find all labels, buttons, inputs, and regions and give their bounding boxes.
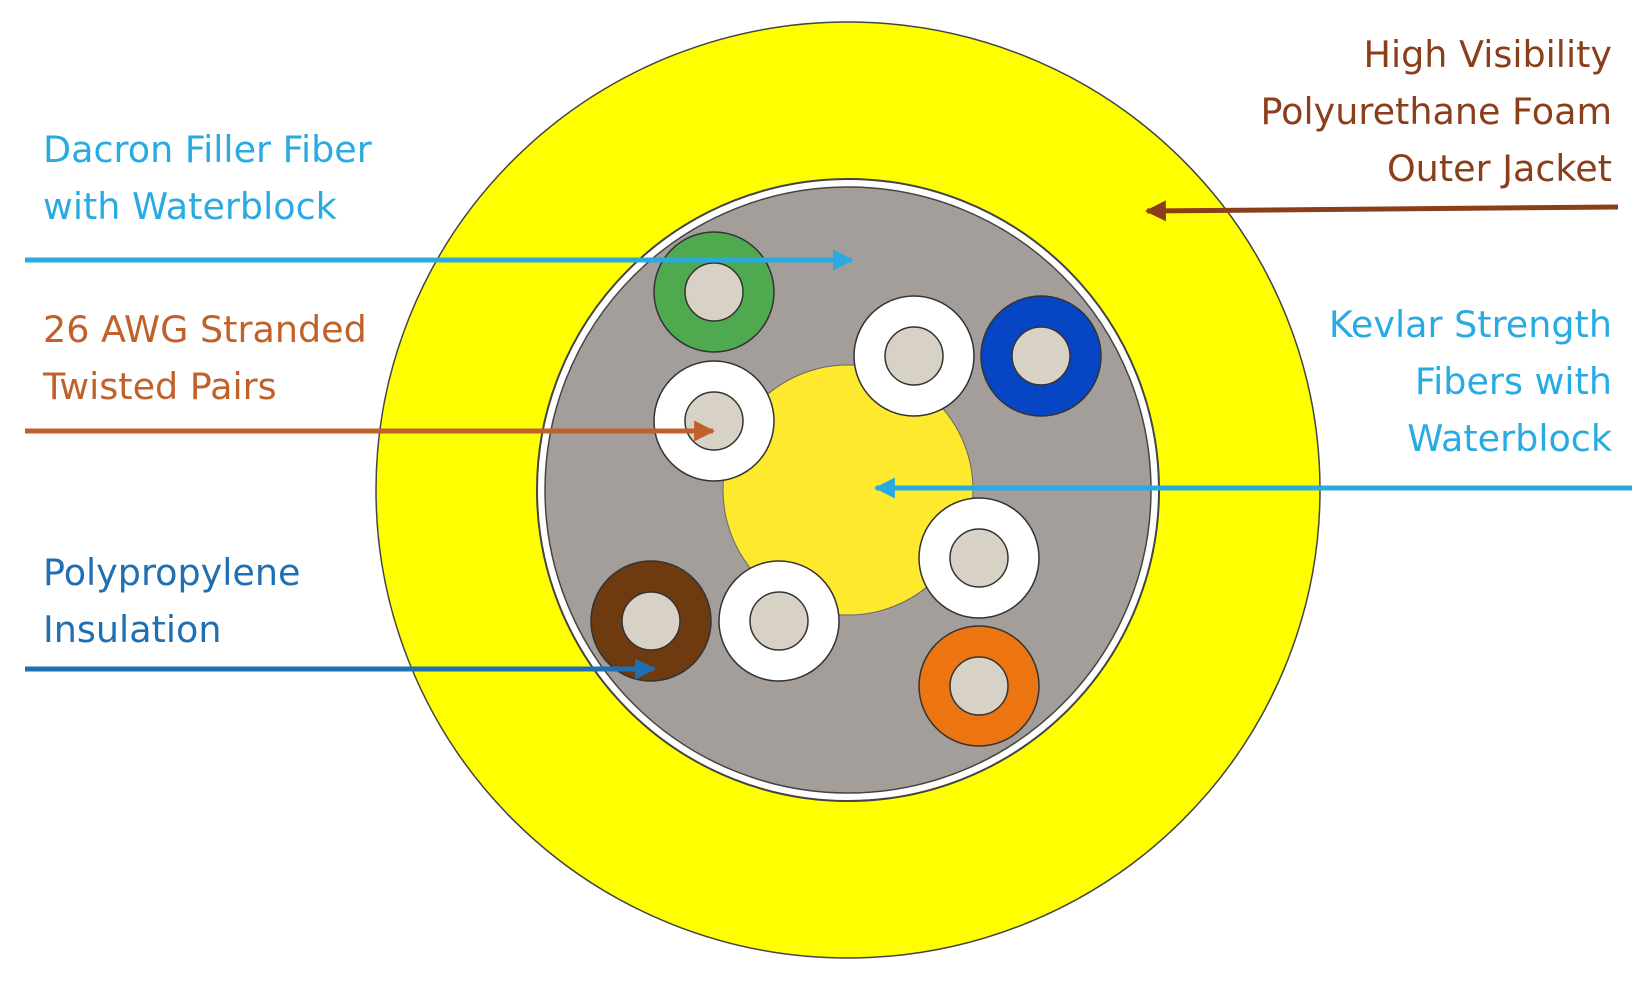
label-kevlar-line-2: Fibers with bbox=[1415, 360, 1612, 403]
leader-arrows bbox=[25, 200, 1632, 680]
label-awg: 26 AWG Stranded Twisted Pairs bbox=[42, 308, 367, 408]
label-jacket-line-1: High Visibility bbox=[1364, 33, 1612, 76]
arrow-jacket bbox=[1144, 200, 1619, 222]
white-insulated-conductor-bottom bbox=[718, 560, 840, 682]
label-kevlar-line-1: Kevlar Strength bbox=[1329, 303, 1612, 346]
label-jacket-line-3: Outer Jacket bbox=[1387, 147, 1612, 190]
label-insulation: Polypropylene Insulation bbox=[43, 551, 300, 651]
label-dacron: Dacron Filler Fiber with Waterblock bbox=[43, 128, 372, 228]
label-kevlar: Kevlar Strength Fibers with Waterblock bbox=[1329, 303, 1613, 460]
label-jacket: High Visibility Polyurethane Foam Outer … bbox=[1260, 33, 1612, 190]
label-jacket-line-2: Polyurethane Foam bbox=[1260, 90, 1612, 133]
white-insulated-conductor-left bbox=[653, 360, 775, 482]
white-insulated-conductor-right bbox=[918, 497, 1040, 619]
brown-insulated-conductor bbox=[590, 560, 712, 682]
white-insulated-conductor-top bbox=[853, 295, 975, 417]
label-awg-line-2: Twisted Pairs bbox=[42, 365, 277, 408]
label-dacron-line-1: Dacron Filler Fiber bbox=[43, 128, 372, 171]
label-dacron-line-2: with Waterblock bbox=[43, 185, 338, 228]
label-kevlar-line-3: Waterblock bbox=[1407, 417, 1613, 460]
orange-insulated-conductor bbox=[918, 625, 1040, 747]
label-insulation-line-1: Polypropylene bbox=[43, 551, 300, 594]
blue-insulated-conductor bbox=[980, 295, 1102, 417]
label-insulation-line-2: Insulation bbox=[43, 608, 221, 651]
label-awg-line-1: 26 AWG Stranded bbox=[43, 308, 367, 351]
green-insulated-conductor bbox=[653, 231, 775, 353]
